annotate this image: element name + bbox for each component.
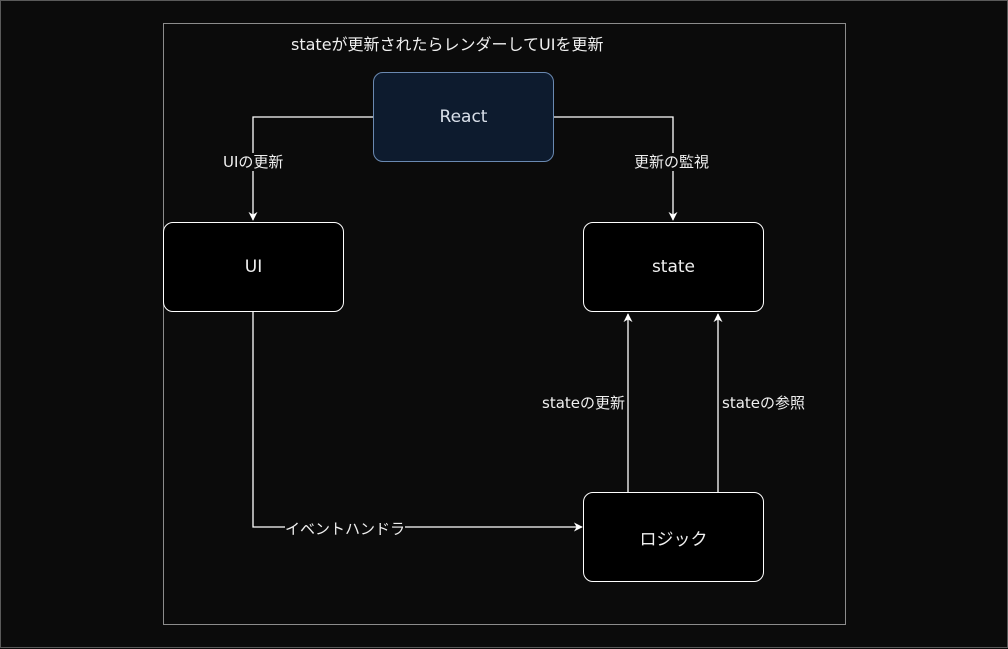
edge-label-state-reference: stateの参照 <box>722 394 805 412</box>
react-node[interactable]: React <box>373 72 554 162</box>
edge-label-watch-update: 更新の監視 <box>634 153 710 171</box>
diagram-title: stateが更新されたらレンダーしてUIを更新 <box>291 35 604 54</box>
edge-label-ui-update: UIの更新 <box>223 153 284 171</box>
edge-label-state-update: stateの更新 <box>542 394 625 412</box>
edge-label-event-handler: イベントハンドラ <box>285 520 406 538</box>
ui-node[interactable]: UI <box>163 222 344 312</box>
edge-react-to-state <box>554 116 678 221</box>
state-node[interactable]: state <box>583 222 764 312</box>
edge-ui-to-logic <box>252 312 583 532</box>
edge-react-to-ui <box>248 116 373 221</box>
diagram-frame <box>163 23 846 625</box>
logic-node[interactable]: ロジック <box>583 492 764 582</box>
